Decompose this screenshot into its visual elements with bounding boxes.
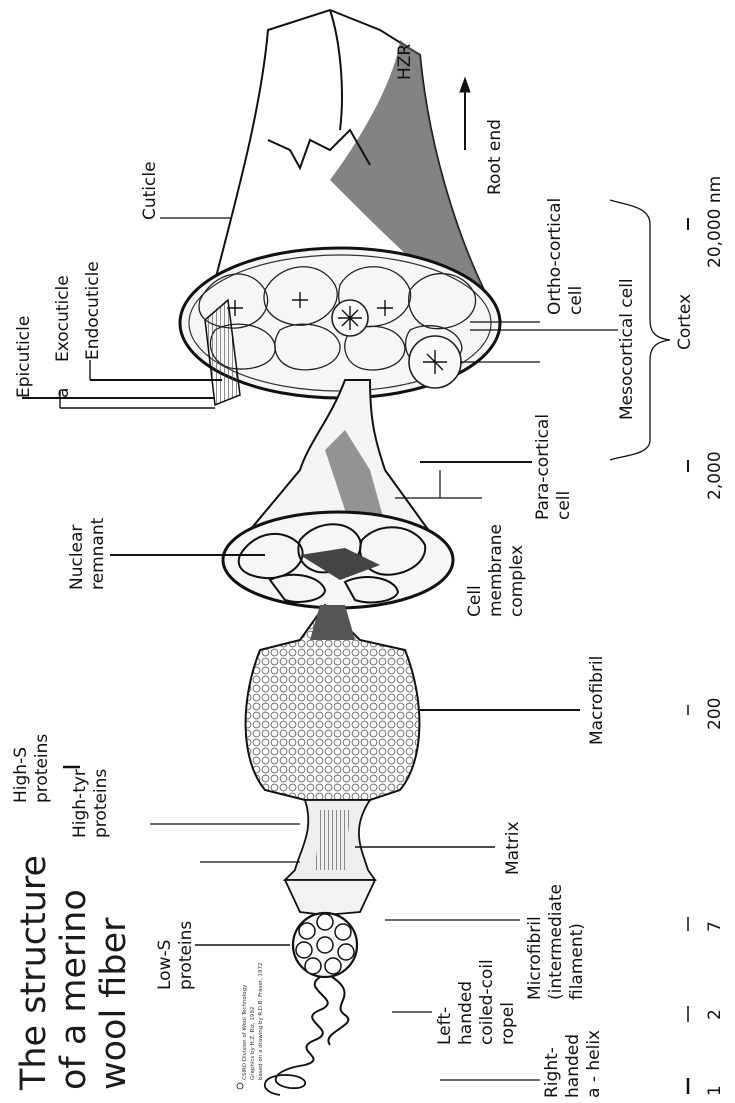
label-para-cortical: Para-cortical cell <box>533 409 574 520</box>
coiled-coil-2 <box>328 977 348 1045</box>
microfibril-cone <box>285 880 375 915</box>
label-root-end: Root end <box>485 119 505 195</box>
label-exocuticle: Exocuticle <box>53 275 73 362</box>
label-ortho-cortical: Ortho-cortical cell <box>545 192 586 315</box>
label-high-s: High-S proteins <box>11 734 52 803</box>
image-credits: CSIRO Division of Wool Technology Graphi… <box>237 963 264 1089</box>
copyright-icon <box>237 1083 243 1089</box>
credit-line-3: based on a drawing by R.D.B. Fraser, 197… <box>258 963 264 1080</box>
scale-20000: 20,000 nm <box>705 176 725 268</box>
label-endocuticle: Endocuticle <box>83 261 103 360</box>
fiber-illustration <box>180 10 500 1095</box>
label-low-s: Low-S proteins <box>155 921 196 990</box>
scale-200: 200 <box>705 698 725 730</box>
alpha-helix <box>265 1065 305 1095</box>
hzr-edge <box>330 10 342 130</box>
scale-2000: 2,000 <box>705 451 725 500</box>
title-line-1: The structure <box>14 855 54 1091</box>
matrix-dark <box>310 605 355 640</box>
size-scale: 1 2 7 200 2,000 20,000 nm <box>705 176 725 1096</box>
label-high-tyr: High-tyr proteins <box>70 764 111 838</box>
label-epicuticle: Epicuticle <box>14 316 34 398</box>
label-matrix: Matrix <box>503 821 523 875</box>
diagram-title: The structure of a merino wool fiber <box>14 855 134 1091</box>
label-cell-membrane-complex: Cell membrane complex <box>465 519 527 617</box>
scale-7: 7 <box>705 921 725 932</box>
label-cuticle: Cuticle <box>140 161 160 220</box>
label-mesocortical: Mesocortical cell <box>617 278 637 420</box>
label-hzr: HZR <box>395 44 415 80</box>
label-macrofibril: Macrofibril <box>587 656 607 745</box>
label-microfibril: Microfibril (intermediate filament) <box>525 879 587 1000</box>
scale-1: 1 <box>705 1085 725 1096</box>
title-line-3: wool fiber <box>94 917 134 1090</box>
label-left-handed: Left- handed coiled-coil ropel <box>435 954 518 1045</box>
matrix-fill <box>315 810 350 870</box>
credit-line-2: Graphics by H.Z. Riz, 1992 <box>250 1007 256 1080</box>
label-nuclear-remnant: Nuclear remnant <box>67 517 108 590</box>
credit-line-1: CSIRO Division of Wool Technology <box>242 984 248 1080</box>
label-cortex: Cortex <box>675 294 695 350</box>
label-a: a <box>53 388 73 398</box>
scale-2: 2 <box>705 1009 725 1020</box>
label-right-handed: Right- handed a - helix <box>542 1029 604 1098</box>
title-line-2: of a merino <box>54 889 94 1090</box>
coiled-coil <box>305 977 328 1065</box>
